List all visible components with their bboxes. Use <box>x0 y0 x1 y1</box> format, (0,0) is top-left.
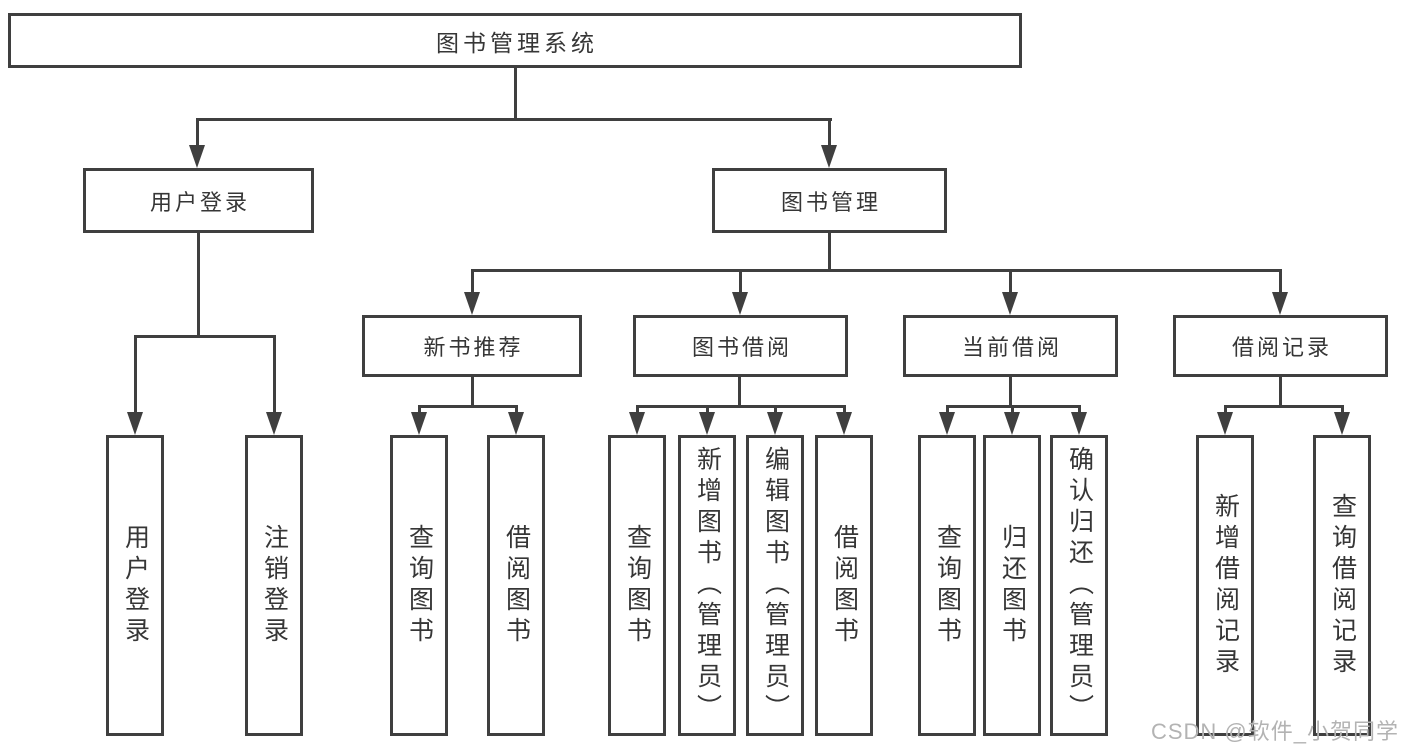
arrow-down-icon <box>1071 412 1087 435</box>
node-label: 新增图书（管理员） <box>693 446 722 725</box>
arrow-down-icon <box>1004 412 1020 435</box>
connector-line <box>706 405 709 415</box>
node-label: 图书管理 <box>780 189 881 215</box>
leaf-user-login: 用户登录 <box>106 435 164 736</box>
connector-line <box>828 118 831 148</box>
connector-line <box>636 405 639 415</box>
node-label: 查询借阅记录 <box>1328 492 1357 679</box>
connector-line <box>1224 405 1344 408</box>
connector-line <box>843 405 846 415</box>
connector-line <box>471 269 1282 272</box>
connector-line <box>946 405 949 415</box>
node-current-borrowing: 当前借阅 <box>903 315 1118 377</box>
leaf-return-books: 归还图书 <box>983 435 1041 736</box>
node-label: 图书管理系统 <box>436 29 598 56</box>
connector-line <box>273 335 276 415</box>
connector-line <box>514 68 517 121</box>
node-label: 借阅图书 <box>830 523 859 648</box>
arrow-down-icon <box>836 412 852 435</box>
connector-line <box>1009 377 1012 408</box>
connector-line <box>774 405 777 415</box>
connector-line <box>1009 269 1012 295</box>
arrow-down-icon <box>189 145 205 168</box>
connector-line <box>134 335 276 338</box>
node-label: 新书推荐 <box>423 335 524 360</box>
node-label: 归还图书 <box>998 523 1027 648</box>
node-label: 当前借阅 <box>961 335 1062 360</box>
arrow-down-icon <box>508 412 524 435</box>
connector-line <box>134 335 137 415</box>
node-label: 用户登录 <box>149 189 250 215</box>
connector-line <box>828 233 831 272</box>
leaf-borrow-books: 借阅图书 <box>815 435 873 736</box>
arrow-down-icon <box>1002 292 1018 315</box>
connector-line <box>1341 405 1344 415</box>
node-label: 新增借阅记录 <box>1211 492 1240 679</box>
connector-line <box>418 405 518 408</box>
node-label: 编辑图书（管理员） <box>761 446 790 725</box>
node-label: 借阅记录 <box>1231 335 1332 360</box>
node-label: 注销登录 <box>260 523 289 648</box>
leaf-query-borrowing-record: 查询借阅记录 <box>1313 435 1371 736</box>
leaf-query-books: 查询图书 <box>918 435 976 736</box>
arrow-down-icon <box>767 412 783 435</box>
connector-line <box>1279 377 1282 408</box>
arrow-down-icon <box>464 292 480 315</box>
arrow-down-icon <box>699 412 715 435</box>
arrow-down-icon <box>127 412 143 435</box>
leaf-query-books: 查询图书 <box>608 435 666 736</box>
leaf-confirm-return-admin: 确认归还（管理员） <box>1050 435 1108 736</box>
leaf-logout: 注销登录 <box>245 435 303 736</box>
arrow-down-icon <box>939 412 955 435</box>
node-library-management-system: 图书管理系统 <box>8 13 1022 68</box>
node-user-login: 用户登录 <box>83 168 314 233</box>
connector-line <box>739 269 742 295</box>
connector-line <box>197 233 200 338</box>
leaf-edit-books-admin: 编辑图书（管理员） <box>746 435 804 736</box>
csdn-watermark: CSDN @软件_小贺同学 <box>1150 719 1399 744</box>
arrow-down-icon <box>629 412 645 435</box>
arrow-down-icon <box>732 292 748 315</box>
node-borrowing-records: 借阅记录 <box>1173 315 1388 377</box>
connector-line <box>1224 405 1227 415</box>
node-label: 查询图书 <box>405 523 434 648</box>
node-book-borrowing: 图书借阅 <box>633 315 848 377</box>
connector-line <box>196 118 199 148</box>
arrow-down-icon <box>821 145 837 168</box>
leaf-query-books: 查询图书 <box>390 435 448 736</box>
connector-line <box>738 377 741 408</box>
connector-line <box>1078 405 1081 415</box>
node-label: 查询图书 <box>933 523 962 648</box>
node-label: 图书借阅 <box>691 335 792 360</box>
connector-line <box>418 405 421 415</box>
arrow-down-icon <box>1217 412 1233 435</box>
leaf-borrow-books: 借阅图书 <box>487 435 545 736</box>
leaf-add-books-admin: 新增图书（管理员） <box>678 435 736 736</box>
node-label: 借阅图书 <box>502 523 531 648</box>
arrow-down-icon <box>1272 292 1288 315</box>
connector-line <box>471 377 474 408</box>
node-label: 确认归还（管理员） <box>1065 446 1094 725</box>
connector-line <box>196 118 832 121</box>
arrow-down-icon <box>1334 412 1350 435</box>
connector-line <box>1279 269 1282 295</box>
node-book-management: 图书管理 <box>712 168 947 233</box>
leaf-add-borrowing-record: 新增借阅记录 <box>1196 435 1254 736</box>
connector-line <box>1011 405 1014 415</box>
node-label: 用户登录 <box>121 523 150 648</box>
arrow-down-icon <box>411 412 427 435</box>
connector-line <box>471 269 474 295</box>
connector-line <box>515 405 518 415</box>
node-label: 查询图书 <box>623 523 652 648</box>
connector-line <box>636 405 846 408</box>
arrow-down-icon <box>266 412 282 435</box>
node-new-book-recommendation: 新书推荐 <box>362 315 582 377</box>
